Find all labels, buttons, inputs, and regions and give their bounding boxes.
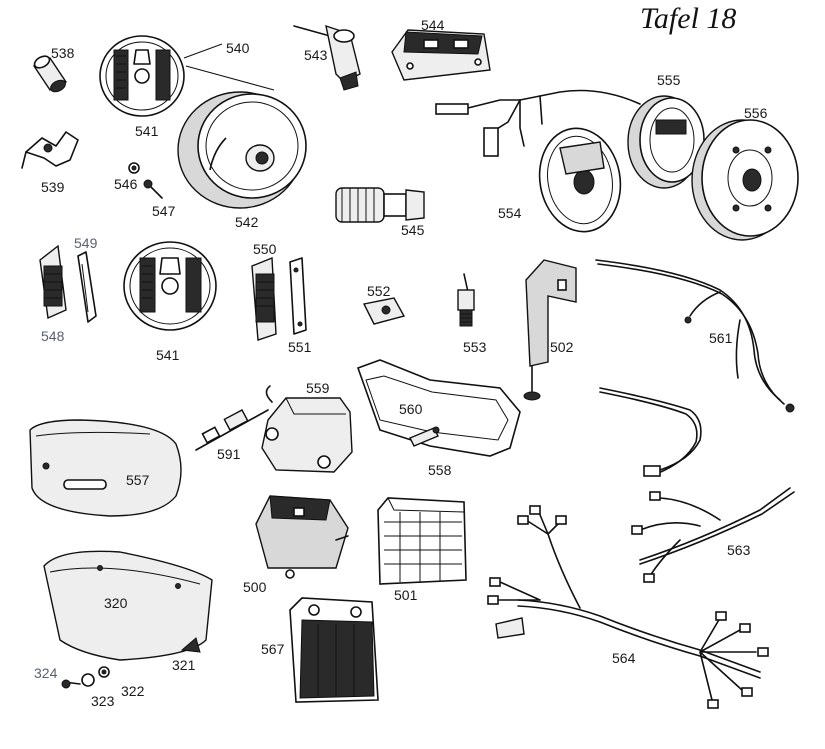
part-560-cover: [356, 359, 521, 457]
part-546-washer: [128, 162, 140, 174]
label-538: 538: [51, 45, 75, 61]
page-title: Tafel 18: [640, 2, 737, 35]
label-560: 560: [399, 401, 423, 417]
part-551-plate: [289, 257, 307, 335]
part-563-harness: [631, 487, 795, 583]
part-542-flywheel: [177, 91, 307, 209]
part-324-screw: [61, 679, 81, 689]
part-558-pin: [409, 426, 440, 447]
label-320: 320: [104, 595, 128, 611]
label-564: 564: [612, 650, 636, 666]
part-547-screw: [143, 179, 163, 199]
label-558: 558: [428, 462, 452, 478]
part-564-main-harness: [487, 505, 769, 709]
part-548-coil: [39, 244, 67, 320]
label-321: 321: [172, 657, 196, 673]
part-554-stator: [538, 127, 622, 233]
label-546: 546: [114, 176, 138, 192]
label-501: 501: [394, 587, 418, 603]
label-559: 559: [306, 380, 330, 396]
part-545-fitting: [335, 187, 425, 223]
part-539-contact-breaker: [21, 131, 79, 169]
label-552: 552: [367, 283, 391, 299]
label-567: 567: [261, 641, 285, 657]
part-322-nut: [98, 666, 110, 678]
label-545: 545: [401, 222, 425, 238]
part-559-regulator: [261, 385, 353, 473]
part-541-stator-plate-top: [99, 35, 185, 117]
label-500: 500: [243, 579, 267, 595]
label-539: 539: [41, 179, 65, 195]
label-548: 548: [41, 328, 65, 344]
label-544: 544: [421, 17, 445, 33]
label-322: 322: [121, 683, 145, 699]
part-561-cable: [595, 259, 795, 413]
label-541-top: 541: [135, 123, 159, 139]
label-541-lower: 541: [156, 347, 180, 363]
label-550: 550: [253, 241, 277, 257]
label-323: 323: [91, 693, 115, 709]
part-538-sleeve: [32, 55, 68, 93]
label-540: 540: [226, 40, 250, 56]
part-543-spark-plug-cap: [293, 24, 361, 91]
label-324: 324: [34, 665, 58, 681]
label-563: 563: [727, 542, 751, 558]
part-550-coil: [251, 256, 277, 341]
part-541-stator-plate-lower: [123, 241, 217, 331]
label-591: 591: [217, 446, 241, 462]
label-549: 549: [74, 235, 98, 251]
part-556-flywheel: [691, 119, 799, 241]
part-591-lead: [195, 409, 269, 451]
part-552-clip: [362, 297, 406, 325]
part-501-battery: [377, 497, 467, 585]
label-553: 553: [463, 339, 487, 355]
label-561: 561: [709, 330, 733, 346]
part-567-battery: [289, 597, 379, 703]
label-542: 542: [235, 214, 259, 230]
part-321-grommet: [180, 637, 201, 653]
part-cable-loop: [599, 387, 702, 477]
label-555: 555: [657, 72, 681, 88]
leader-540: [183, 43, 275, 91]
part-320-side-panel: [43, 550, 213, 661]
part-557-side-cover: [29, 419, 182, 517]
part-323-washer: [81, 673, 95, 687]
part-544-ignition-coil: [391, 29, 491, 81]
label-551: 551: [288, 339, 312, 355]
label-502: 502: [550, 339, 574, 355]
label-557: 557: [126, 472, 150, 488]
part-555-magnet-rotor: [435, 89, 705, 189]
label-556: 556: [744, 105, 768, 121]
part-502-bracket: [523, 259, 577, 401]
label-554: 554: [498, 205, 522, 221]
part-549-plate: [77, 251, 97, 323]
label-547: 547: [152, 203, 176, 219]
part-553-spark-plug: [457, 273, 475, 327]
label-543: 543: [304, 47, 328, 63]
part-500-battery-box: [255, 495, 349, 579]
